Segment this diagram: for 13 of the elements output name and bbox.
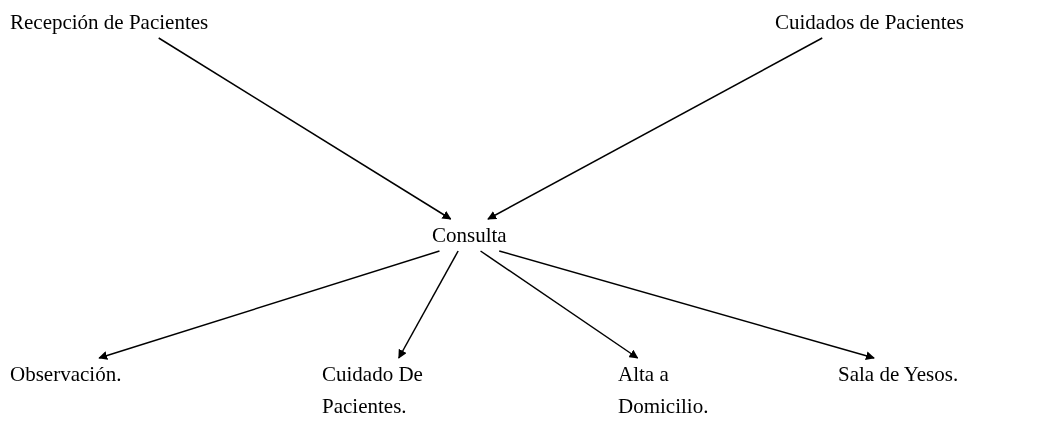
- arrow: [398, 250, 459, 359]
- node-label: Sala de Yesos.: [838, 361, 959, 388]
- node-label: Cuidados de Pacientes: [775, 9, 964, 36]
- node-label: Cuidado De Pacientes.: [322, 361, 424, 420]
- arrow: [479, 250, 639, 359]
- node-label: Alta a Domicilio.: [618, 361, 710, 420]
- arrow: [157, 37, 452, 220]
- node-label: Observación.: [10, 361, 122, 388]
- arrow: [498, 250, 875, 361]
- arrow: [98, 250, 441, 360]
- node-label: Consulta: [432, 222, 507, 249]
- node-label: Recepción de Pacientes: [10, 9, 209, 36]
- arrow: [487, 37, 823, 220]
